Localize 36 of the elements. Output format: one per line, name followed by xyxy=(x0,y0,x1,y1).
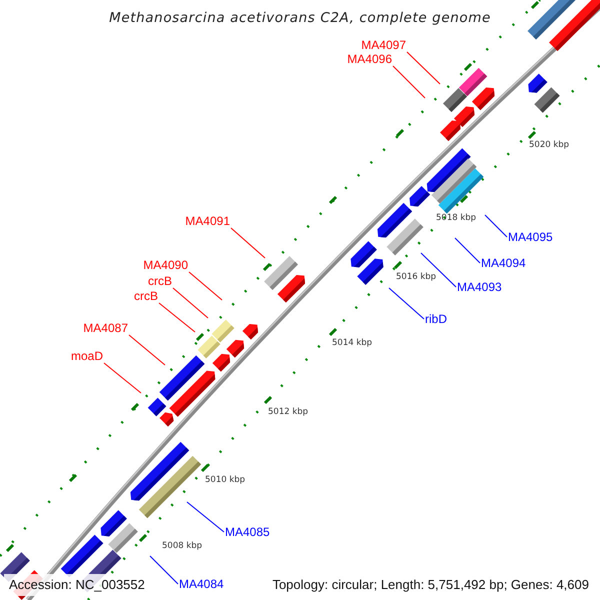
gene-label: crcB xyxy=(148,274,172,288)
leader-line xyxy=(158,302,196,332)
tick-label: 5018 kbp xyxy=(436,213,476,224)
gene-label: MA4093 xyxy=(457,280,502,294)
tick-label: 5008 kbp xyxy=(162,541,202,552)
gene-label: MA4087 xyxy=(83,321,128,335)
gene-label: MA4085 xyxy=(225,525,270,539)
leader-line xyxy=(128,334,166,366)
tick-label: 5014 kbp xyxy=(332,338,372,349)
leader-line xyxy=(150,556,178,584)
gene-label: ribD xyxy=(425,312,448,326)
gene-label: crcB xyxy=(134,289,158,303)
gene-label: MA4096 xyxy=(347,52,392,66)
gene-label: MA4094 xyxy=(481,256,526,270)
gene-label: MA4084 xyxy=(179,577,224,591)
leader-line xyxy=(388,288,424,320)
tick-label: 5012 kbp xyxy=(268,407,308,418)
gene-label: MA4095 xyxy=(508,230,553,244)
leader-line xyxy=(484,214,508,238)
leader-line xyxy=(454,238,480,264)
leader-line xyxy=(172,288,208,318)
leader-line xyxy=(392,66,426,98)
tick-label: 5010 kbp xyxy=(205,475,246,486)
leader-line xyxy=(406,52,440,84)
leader-line xyxy=(186,502,224,532)
gene-label: moaD xyxy=(70,349,103,363)
leader-line xyxy=(420,252,456,288)
tick-label: 5020 kbp xyxy=(529,140,570,151)
gene-label: MA4090 xyxy=(143,258,188,272)
leader-line xyxy=(188,272,222,300)
leader-line xyxy=(104,362,142,394)
genome-title: Methanosarcina acetivorans C2A, complete genome xyxy=(109,9,491,27)
tick-label: 5016 kbp xyxy=(396,272,436,283)
leader-line xyxy=(230,228,266,258)
gene-label: MA4091 xyxy=(185,214,230,228)
gene-label: MA4097 xyxy=(361,38,406,52)
